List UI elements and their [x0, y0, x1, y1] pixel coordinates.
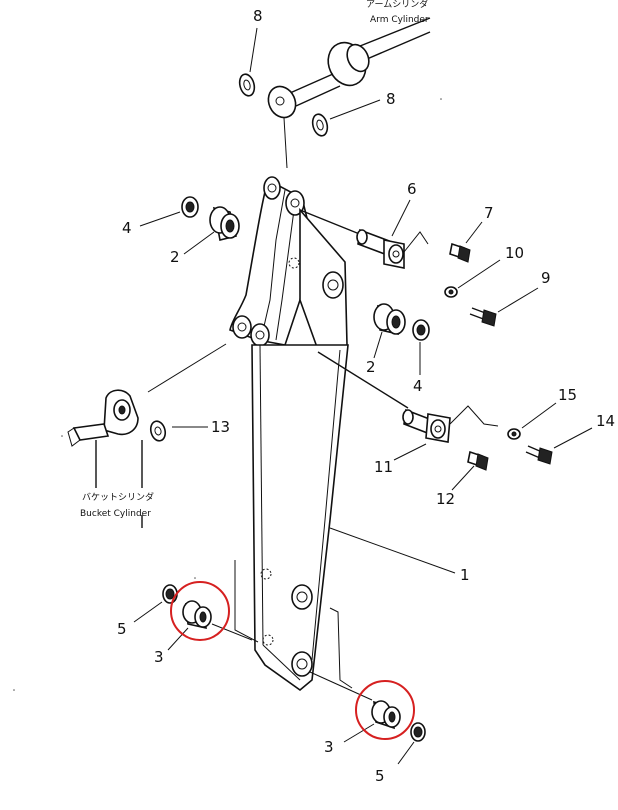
callout-1: 1	[460, 566, 470, 584]
bushing-3-left	[167, 600, 253, 651]
arm-cylinder-caption-en: Arm Cylinder	[370, 15, 429, 25]
seal-5-right	[397, 722, 426, 765]
washer-13	[149, 420, 208, 442]
seal-4-right	[412, 319, 430, 375]
callout-2-right: 2	[366, 358, 376, 376]
callout-3-right: 3	[324, 738, 334, 756]
bolt-12	[451, 450, 489, 491]
pin-6	[299, 199, 429, 269]
callout-10: 10	[505, 244, 524, 262]
callout-4-upper: 4	[122, 219, 132, 237]
bushing-3-right	[309, 671, 401, 743]
speck	[440, 98, 442, 100]
arm-cylinder-caption-jp: アームシリンダ	[366, 0, 428, 10]
washer-10	[444, 259, 501, 298]
callout-8-right: 8	[386, 90, 396, 108]
speck	[61, 435, 63, 437]
callout-11: 11	[374, 458, 393, 476]
callout-6: 6	[407, 180, 417, 198]
seal-4-upper	[139, 196, 199, 227]
callout-15: 15	[558, 386, 577, 404]
callout-4-right: 4	[413, 377, 423, 395]
arm-cylinder	[267, 17, 431, 169]
bucket-cylinder-caption-en: Bucket Cylinder	[80, 509, 151, 519]
highlight-circle-left	[170, 581, 230, 641]
bushing-2-upper	[183, 206, 240, 255]
callout-12: 12	[436, 490, 455, 508]
callout-14: 14	[596, 412, 615, 430]
bolt-7	[449, 221, 483, 263]
callout-9: 9	[541, 269, 551, 287]
bolt-9	[469, 287, 539, 327]
speck	[194, 577, 196, 579]
callout-5-right: 5	[375, 767, 385, 785]
bucket-cylinder	[67, 343, 227, 528]
arm-body	[229, 176, 353, 692]
washer-8-top	[238, 27, 258, 97]
leader-1	[329, 527, 456, 574]
speck	[13, 689, 15, 691]
bushing-2-right	[373, 303, 406, 359]
washer-15	[507, 402, 557, 440]
callout-7: 7	[484, 204, 494, 222]
washer-8-right	[311, 99, 381, 137]
callout-2-upper: 2	[170, 248, 180, 266]
bolt-14	[525, 427, 593, 465]
callout-13: 13	[211, 418, 230, 436]
pin-11	[317, 351, 499, 461]
highlight-circle-right	[355, 680, 415, 740]
callout-8-top: 8	[253, 7, 263, 25]
bucket-cylinder-caption-jp: バケットシリンダ	[82, 491, 154, 503]
callout-5-left: 5	[117, 620, 127, 638]
callout-3-left: 3	[154, 648, 164, 666]
